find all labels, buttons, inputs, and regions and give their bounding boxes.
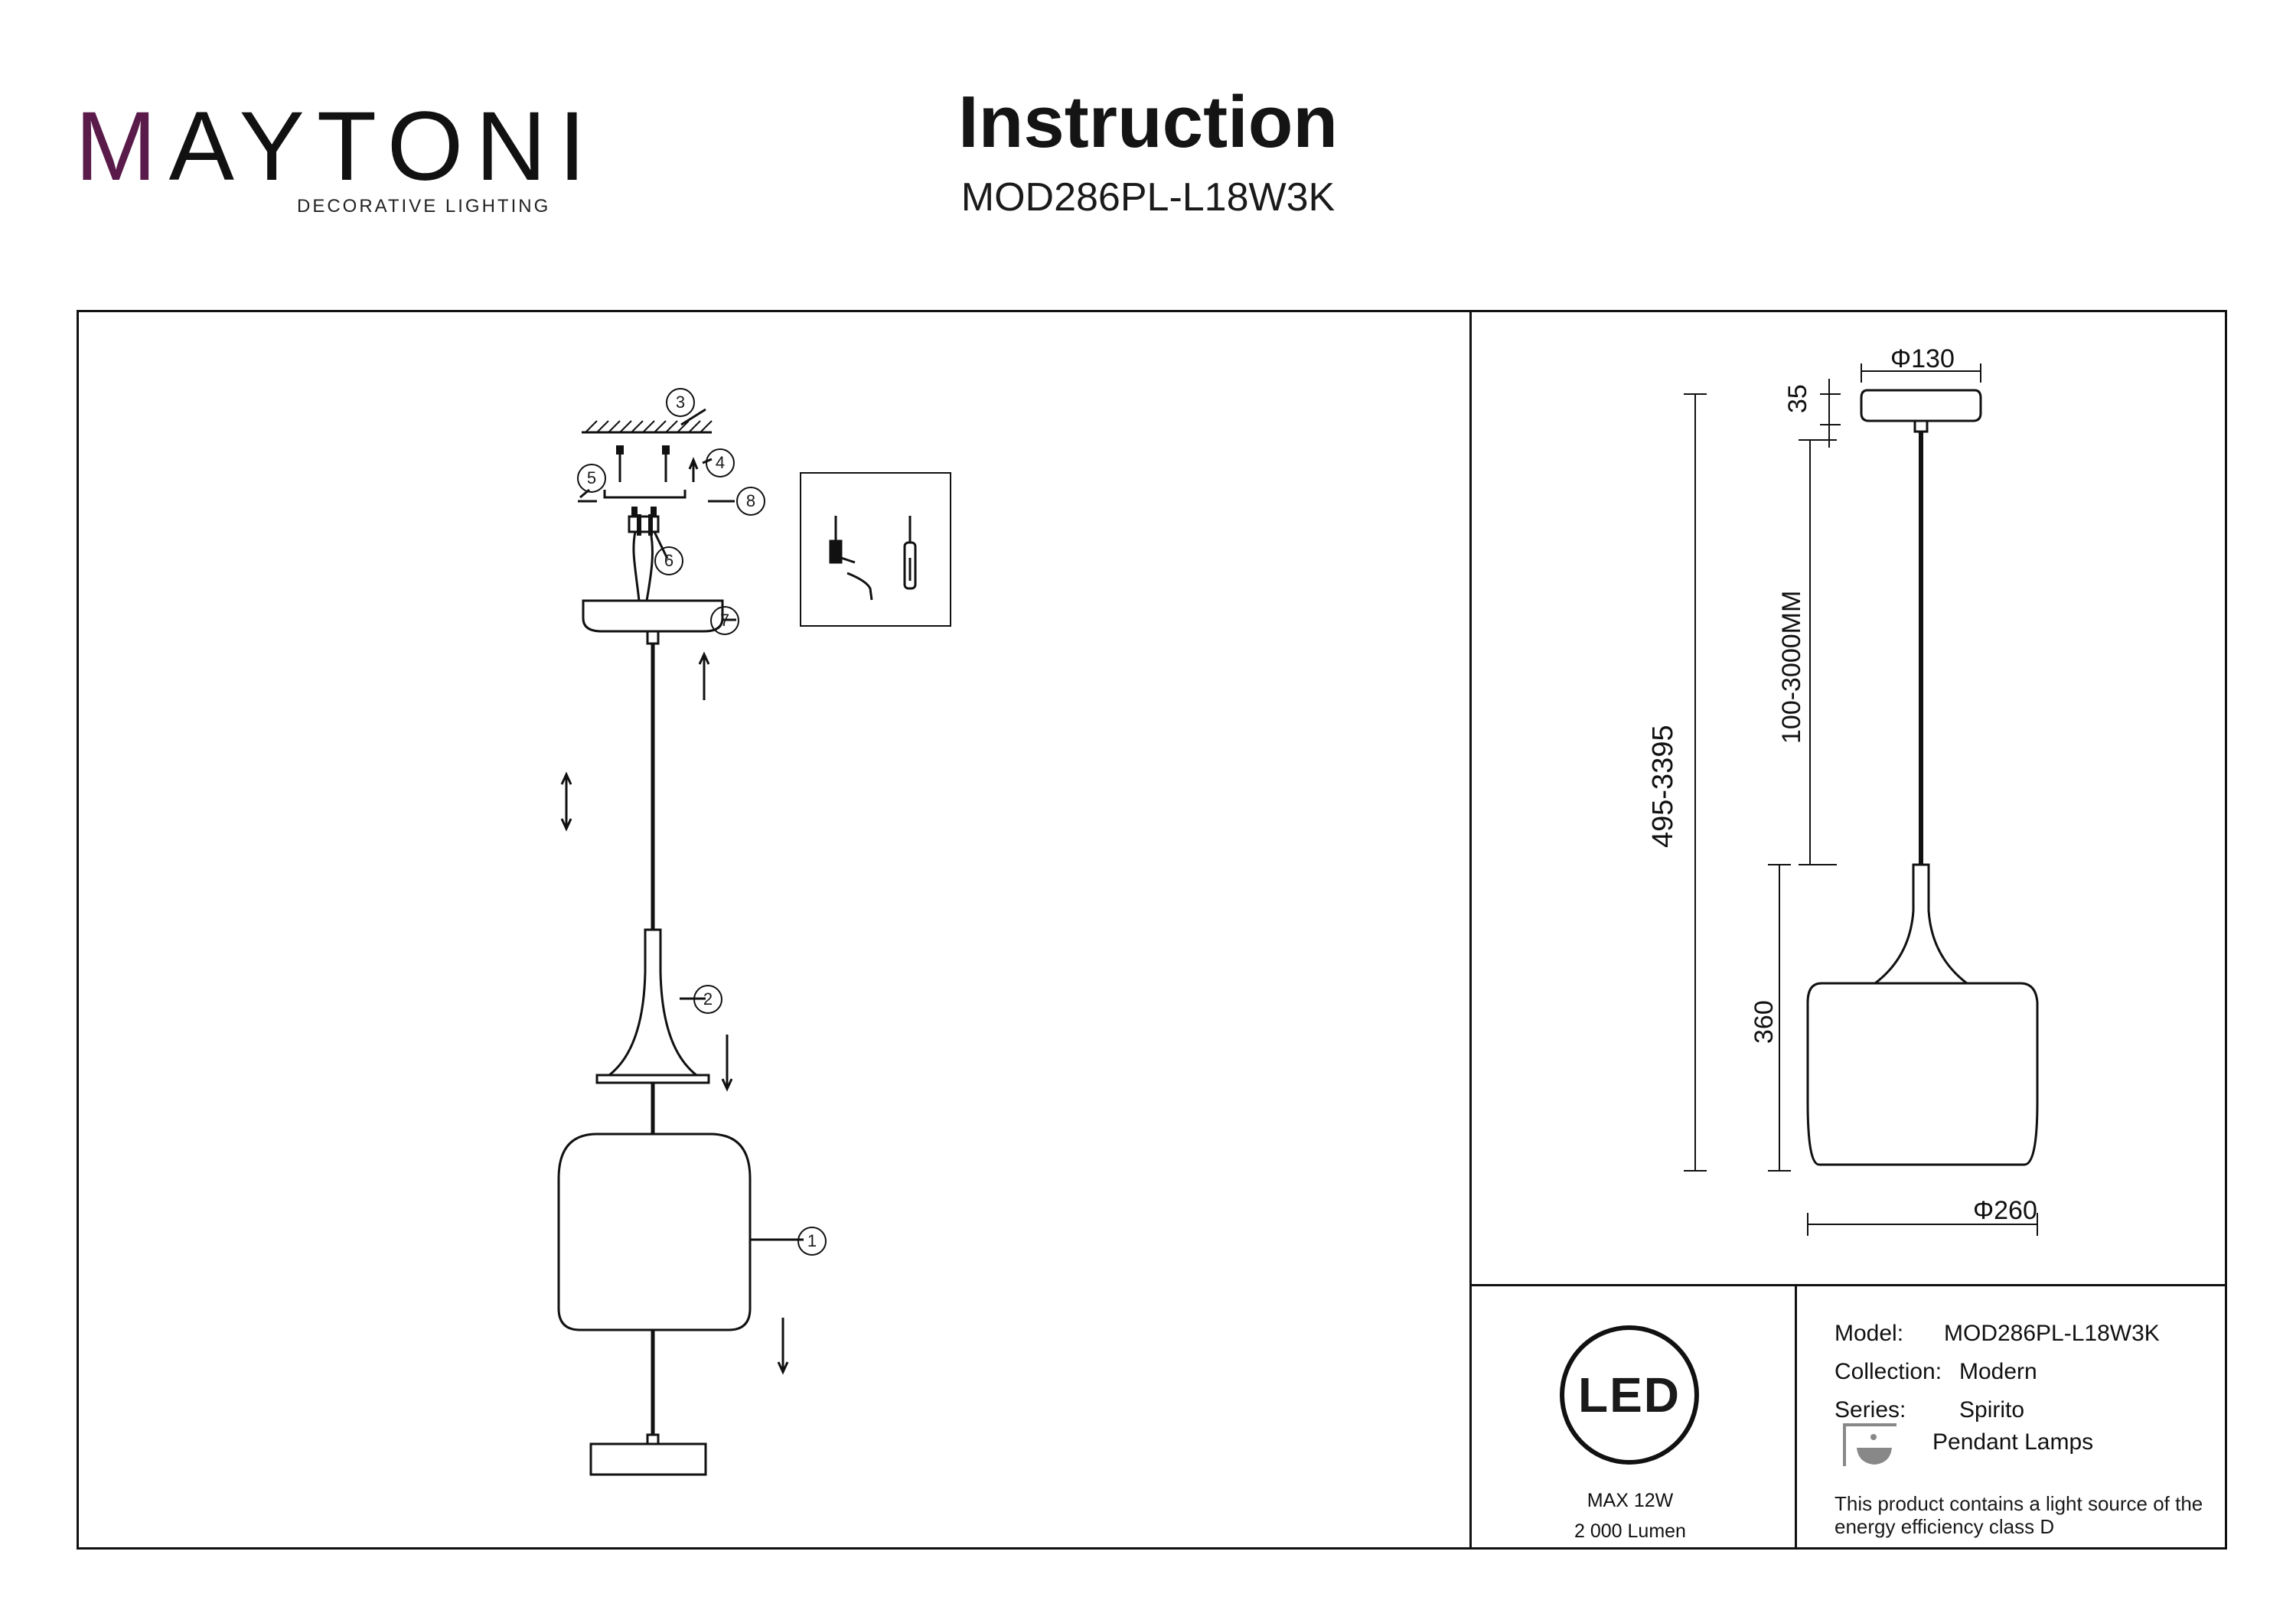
energy-note-line1: This product contains a light source of … [1835,1492,2203,1515]
dim-total-height: 495-3395 [1647,725,1679,848]
spec-type-value: Pendant Lamps [1932,1429,2094,1455]
callout-3: 3 [666,388,695,417]
callout-4: 4 [706,448,735,477]
brand-logo-text: MAYTONI [75,92,598,201]
spec-model-value: MOD286PL-L18W3K [1944,1321,2160,1346]
spec-collection-value: Modern [1959,1359,2037,1384]
energy-note-line2: energy efficiency class D [1835,1515,2055,1538]
dim-canopy-height: 35 [1783,384,1812,413]
model-subtitle: MOD286PL-L18W3K [960,175,1336,220]
assembly-diagram [557,408,804,1476]
spec-series-value: Spirito [1959,1397,2025,1423]
divider-vertical-main [1469,310,1472,1550]
page-title: Instruction [958,81,1338,163]
callout-8: 8 [736,487,765,516]
callout-1: 1 [797,1227,827,1256]
tools-icon [829,516,917,601]
dim-shade-height: 360 [1750,1000,1779,1044]
callout-7: 7 [710,606,739,635]
dim-canopy-diameter: Φ130 [1890,344,1955,373]
callout-5: 5 [577,464,606,493]
brand-tagline: DECORATIVE LIGHTING [297,196,551,217]
brand-logo: MAYTONI [75,98,598,196]
led-power: MAX 12W [1587,1490,1674,1511]
pendant-lamp-icon [1843,1423,1896,1466]
callout-2: 2 [693,985,722,1014]
led-icon: LED [1560,1325,1699,1465]
divider-horizontal-info [1469,1284,2227,1286]
divider-vertical-info [1795,1284,1797,1550]
instruction-frame [77,310,2227,1550]
led-icon-text: LED [1578,1367,1681,1423]
dim-cable-length: 100-3000MM [1777,590,1806,744]
spec-collection-label: Collection: [1835,1359,1942,1384]
dimension-drawing [1684,363,2039,1236]
spec-series-label: Series: [1835,1397,1906,1423]
led-lumen: 2 000 Lumen [1574,1520,1686,1542]
dim-shade-diameter: Φ260 [1973,1196,2037,1225]
tools-box [800,472,951,627]
energy-note: This product contains a light source of … [1835,1492,2203,1538]
callout-6: 6 [654,546,683,575]
spec-model-label: Model: [1835,1321,1904,1346]
